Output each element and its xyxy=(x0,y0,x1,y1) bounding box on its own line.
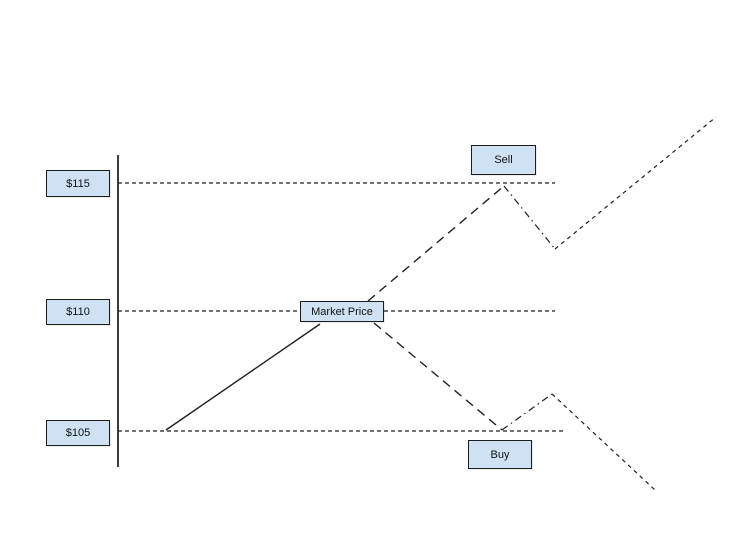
price-label-105: $105 xyxy=(46,420,110,446)
market-price-label: Market Price xyxy=(300,301,384,322)
price-path-drop-after-sell xyxy=(503,185,556,250)
sell-label: Sell xyxy=(471,145,536,175)
buy-label: Buy xyxy=(468,440,532,469)
price-label-110: $110 xyxy=(46,299,110,325)
price-label-115: $115 xyxy=(46,170,110,197)
price-path-rise-to-sell xyxy=(367,185,505,302)
price-path-initial-rise xyxy=(165,323,321,431)
price-path-drop-to-buy xyxy=(373,322,503,431)
price-path-rally-top-right xyxy=(554,116,717,250)
price-path-decline-bottom-right xyxy=(551,393,656,491)
price-path-bounce-after-buy xyxy=(501,393,553,431)
